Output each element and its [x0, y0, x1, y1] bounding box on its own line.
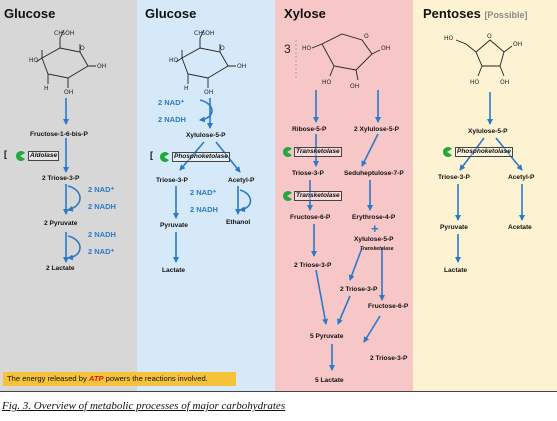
glucose-glycolysis-panel [0, 0, 137, 392]
enzyme-icon [443, 147, 452, 157]
enzyme-transketolase-2: Transketolase [294, 191, 342, 201]
ribose-5-p: Ribose-5-P [292, 126, 327, 133]
step-number-3: 3 [284, 42, 291, 56]
column-title-pentoses: Pentoses [Possible] [423, 6, 527, 21]
note-post: powers the reactions involved. [103, 374, 208, 383]
bracket-2: [ [150, 150, 153, 160]
acetyl-p-4: Acetyl-P [508, 174, 535, 181]
svg-text:OH: OH [500, 79, 509, 86]
pyruvate-2: Pyruvate [160, 222, 188, 229]
nadh-label-4: 2 NADH [190, 205, 218, 214]
triose-3-p-1: 2 Triose-3-P [42, 175, 80, 182]
triose-3-p-3: Triose-3-P [292, 170, 324, 177]
svg-text:OH: OH [64, 89, 73, 96]
figure-caption: Fig. 3. Overview of metabolic processes … [2, 400, 286, 412]
nadh-label-2: 2 NADH [88, 230, 116, 239]
triose-3-p-2: Triose-3-P [156, 177, 188, 184]
ethanol: Ethanol [226, 219, 251, 226]
enzyme-icon [283, 147, 292, 157]
svg-text:HO: HO [444, 35, 454, 42]
plus-sign: + [371, 221, 379, 236]
enzyme-transketolase-1: Transketolase [294, 147, 342, 157]
enzyme-aldolase: Aldolase [28, 151, 60, 161]
svg-text:OH: OH [97, 63, 106, 70]
column-title-glucose-1: Glucose [4, 6, 56, 21]
svg-text:O: O [220, 45, 225, 52]
svg-text:H: H [184, 85, 189, 92]
bracket-1: [ [4, 149, 7, 159]
acetate: Acetate [508, 224, 532, 231]
atp-energy-note: The energy released by ATP powers the re… [3, 372, 236, 386]
fructose-bisphosphate: Fructose-1-6-bis-P [30, 131, 88, 138]
glucose-phosphoketolase-panel [137, 0, 275, 392]
xylulose-5-p-4: Xylulose-5-P [354, 236, 394, 243]
nad-label-2: 2 NAD⁺ [88, 247, 115, 256]
enzyme-phosphoketolase-2: Phosphoketolase [172, 152, 230, 162]
pentoses-subtitle: [Possible] [484, 10, 528, 20]
glucose-structure-2 [175, 29, 236, 88]
svg-text:H: H [44, 85, 49, 92]
nadh-label-1: 2 NADH [88, 202, 116, 211]
svg-text:O: O [364, 33, 369, 40]
pentoses-title-text: Pentoses [423, 6, 481, 21]
svg-text:HO: HO [302, 45, 312, 52]
nad-label-3: 2 NAD⁺ [158, 98, 185, 107]
triose-3-p-4: 2 Triose-3-P [294, 262, 332, 269]
nadh-label-3: 2 NADH [158, 115, 186, 124]
svg-text:HO: HO [322, 79, 332, 86]
lactate-4: Lactate [444, 267, 468, 274]
note-pre: The energy released by [7, 374, 89, 383]
enzyme-phosphoketolase-4: Phosphoketolase [455, 147, 513, 157]
nad-label-1: 2 NAD⁺ [88, 185, 115, 194]
fructose-6-p-2: Fructose-6-P [368, 303, 409, 310]
divider-line [0, 391, 557, 392]
svg-text:OH: OH [350, 83, 359, 90]
svg-text:OH: OH [237, 63, 246, 70]
column-title-xylose: Xylose [284, 6, 326, 21]
xylose-structure [311, 33, 381, 81]
column-title-glucose-2: Glucose [145, 6, 197, 21]
svg-text:HO: HO [29, 57, 39, 64]
pyruvate-4: Pyruvate [440, 224, 468, 231]
svg-text:O: O [487, 33, 492, 40]
note-atp: ATP [88, 374, 104, 383]
lactate-1: 2 Lactate [46, 265, 75, 272]
acetyl-p-2: Acetyl-P [228, 177, 255, 184]
xylulose-5-p-5: Xylulose-5-P [468, 128, 508, 135]
triose-3-p-7: Triose-3-P [438, 174, 470, 181]
svg-text:O: O [80, 45, 85, 52]
pyruvate-1: 2 Pyruvate [44, 220, 78, 227]
enzyme-icon [283, 191, 292, 201]
fructose-6-p-1: Fructose-6-P [290, 214, 331, 221]
nad-label-4: 2 NAD⁺ [190, 188, 217, 197]
lactate-2: Lactate [162, 267, 186, 274]
svg-text:HO: HO [470, 79, 480, 86]
sedoheptulose-7-p: Seduheptulose-7-P [344, 170, 404, 177]
svg-text:OH: OH [513, 41, 522, 48]
svg-text:CH₂OH: CH₂OH [194, 30, 214, 37]
lactate-3: 5 Lactate [315, 377, 344, 384]
svg-text:HO: HO [169, 57, 179, 64]
pyruvate-3: 5 Pyruvate [310, 333, 344, 340]
pentose-structure [455, 39, 513, 77]
svg-text:CH₂OH: CH₂OH [54, 30, 74, 37]
pentoses-panel [413, 0, 557, 392]
erythrose-4-p: Erythrose-4-P [352, 214, 396, 221]
glucose-structure-1 [35, 29, 96, 88]
enzyme-icon [160, 152, 169, 162]
xylose-panel [275, 0, 413, 392]
xylulose-5-p-3: 2 Xylulose-5-P [354, 126, 400, 133]
transketolase-small: Transketolase [360, 246, 394, 252]
triose-3-p-6: 2 Triose-3-P [370, 355, 408, 362]
svg-text:OH: OH [204, 89, 213, 96]
triose-3-p-5: 2 Triose-3-P [340, 286, 378, 293]
svg-text:OH: OH [381, 45, 390, 52]
xylulose-5-p-2: Xylulose-5-P [186, 132, 226, 139]
enzyme-icon [16, 151, 25, 161]
